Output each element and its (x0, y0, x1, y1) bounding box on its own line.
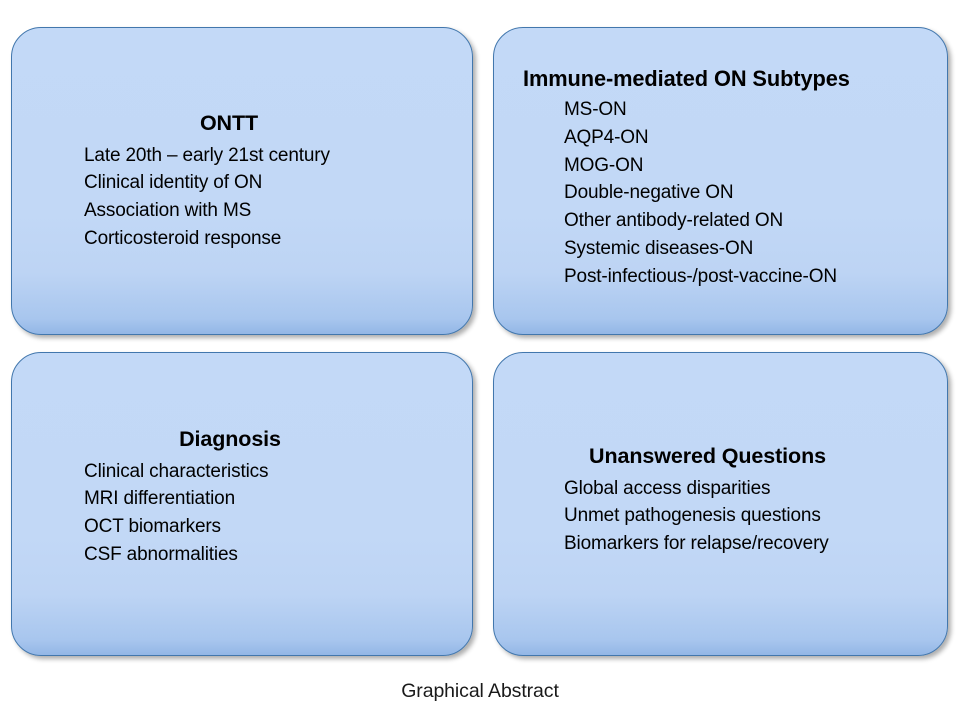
card-line: Association with MS (84, 200, 252, 222)
card-line: CSF abnormalities (84, 544, 238, 565)
card-line: MRI differentiation (84, 488, 235, 510)
card-line: Corticosteroid response (84, 228, 282, 249)
card-diagnosis-title: Diagnosis (179, 427, 281, 451)
card-line: Other antibody-related ON (564, 210, 784, 232)
card-line: OCT biomarkers (84, 516, 221, 538)
card-subtypes-title: Immune-mediated ON Subtypes (523, 66, 850, 91)
card-line: MS-ON (564, 98, 627, 120)
card-line: Unmet pathogenesis questions (564, 505, 821, 527)
card-questions-title: Unanswered Questions (589, 444, 826, 468)
card-subtypes-content: Immune-mediated ON Subtypes MS-ON AQP4-ON… (494, 65, 947, 291)
card-line: MOG-ON (564, 154, 644, 176)
card-line: Clinical identity of ON (84, 172, 263, 194)
card-line: Biomarkers for relapse/recovery (564, 533, 829, 555)
card-line: Systemic diseases-ON (564, 238, 754, 260)
card-line: Clinical characteristics (84, 460, 269, 482)
card-ontt-title: ONTT (199, 111, 259, 135)
card-questions-content: Unanswered Questions Global access dispa… (494, 443, 947, 558)
card-line: Double-negative ON (564, 182, 734, 204)
figure-caption: Graphical Abstract (401, 680, 559, 702)
card-immune-mediated-on-subtypes: Immune-mediated ON Subtypes MS-ON AQP4-ON… (493, 27, 948, 335)
card-unanswered-questions: Unanswered Questions Global access dispa… (493, 352, 948, 656)
card-line: AQP4-ON (564, 126, 649, 148)
card-line: Global access disparities (564, 477, 771, 499)
card-subtypes-lines: MS-ON AQP4-ON MOG-ON Double-negative ON Othe… (494, 93, 947, 291)
card-line: Late 20th – early 21st century (84, 144, 330, 166)
card-line: Post-infectious-/post-vaccine-ON (564, 265, 837, 287)
